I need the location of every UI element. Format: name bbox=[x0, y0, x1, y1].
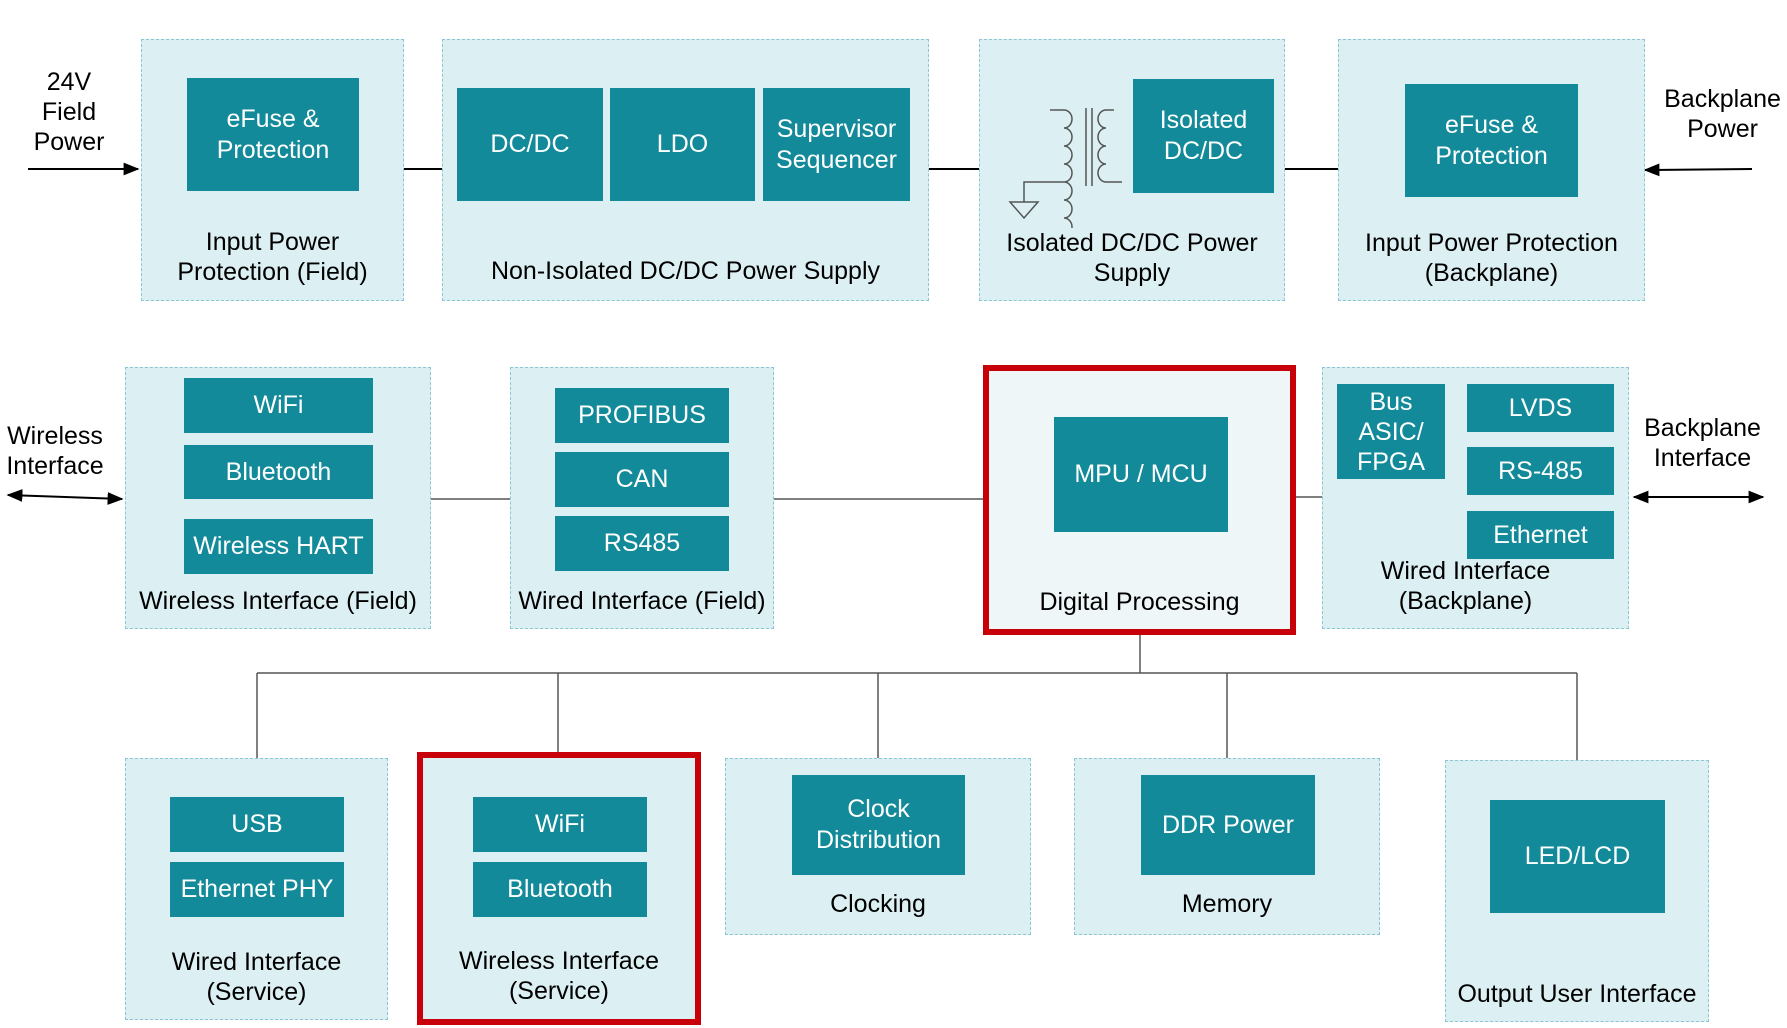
wifi-service-block: WiFi bbox=[473, 797, 647, 852]
led-lcd-block: LED/LCD bbox=[1490, 800, 1665, 913]
memory-group: DDR Power Memory bbox=[1074, 758, 1380, 935]
wired-field-caption: Wired Interface (Field) bbox=[518, 587, 766, 615]
field-power-label: 24V Field Power bbox=[33, 68, 105, 156]
rs-485-backplane-block: RS-485 bbox=[1467, 447, 1614, 495]
ethernet-phy-block: Ethernet PHY bbox=[170, 862, 344, 917]
non-isolated-dcdc-group: DC/DC LDO Supervisor Sequencer Non-Isola… bbox=[442, 39, 929, 301]
dcdc-block: DC/DC bbox=[457, 88, 603, 201]
digital-processing-caption: Digital Processing bbox=[1039, 588, 1240, 616]
isolated-caption: Isolated DC/DC Power Supply bbox=[1006, 229, 1258, 287]
wired-field-group: PROFIBUS CAN RS485 Wired Interface (Fiel… bbox=[510, 367, 774, 629]
output-ui-group: LED/LCD Output User Interface bbox=[1445, 760, 1709, 1022]
wifi-field-block: WiFi bbox=[184, 378, 373, 433]
backplane-power-label: Backplane Power bbox=[1664, 85, 1781, 143]
transformer-icon bbox=[1008, 108, 1122, 228]
efuse-protection-backplane-block: eFuse & Protection bbox=[1405, 84, 1578, 197]
memory-caption: Memory bbox=[1181, 890, 1273, 918]
bus-asic-fpga-block: Bus ASIC/ FPGA bbox=[1337, 384, 1445, 479]
output-ui-caption: Output User Interface bbox=[1457, 980, 1697, 1008]
clocking-group: Clock Distribution Clocking bbox=[725, 758, 1031, 935]
bluetooth-service-block: Bluetooth bbox=[473, 862, 647, 917]
can-block: CAN bbox=[555, 452, 729, 507]
bluetooth-field-block: Bluetooth bbox=[184, 445, 373, 499]
wireless-service-group: WiFi Bluetooth Wireless Interface (Servi… bbox=[417, 752, 701, 1025]
supervisor-sequencer-block: Supervisor Sequencer bbox=[763, 88, 910, 201]
input-power-field-caption: Input Power Protection (Field) bbox=[177, 228, 368, 286]
backplane-interface-label: Backplane Interface bbox=[1644, 414, 1761, 472]
input-power-backplane-caption: Input Power Protection (Backplane) bbox=[1365, 229, 1618, 287]
profibus-block: PROFIBUS bbox=[555, 388, 729, 443]
wired-service-caption: Wired Interface (Service) bbox=[171, 948, 342, 1006]
wireless-interface-label: Wireless Interface bbox=[6, 422, 104, 480]
lvds-block: LVDS bbox=[1467, 384, 1614, 432]
mpu-mcu-block: MPU / MCU bbox=[1054, 417, 1228, 532]
wireless-interface-arrow bbox=[6, 489, 124, 505]
wireless-service-caption: Wireless Interface (Service) bbox=[458, 947, 660, 1005]
wired-service-group: USB Ethernet PHY Wired Interface (Servic… bbox=[125, 758, 388, 1020]
isolated-dcdc-block: Isolated DC/DC bbox=[1133, 79, 1274, 193]
efuse-protection-field-block: eFuse & Protection bbox=[187, 78, 359, 191]
wired-backplane-group: Bus ASIC/ FPGA LVDS RS-485 Ethernet Wire… bbox=[1322, 367, 1629, 629]
wired-backplane-caption: Wired Interface (Backplane) bbox=[1380, 557, 1551, 615]
isolated-dcdc-group: Isolated DC/DC Isolated DC/DC Power Supp… bbox=[979, 39, 1285, 301]
digital-processing-group: MPU / MCU Digital Processing bbox=[983, 365, 1296, 635]
ethernet-backplane-block: Ethernet bbox=[1467, 511, 1614, 559]
input-power-field-group: eFuse & Protection Input Power Protectio… bbox=[141, 39, 404, 301]
backplane-power-arrow bbox=[1643, 163, 1753, 177]
ldo-block: LDO bbox=[610, 88, 755, 201]
clocking-caption: Clocking bbox=[830, 890, 926, 918]
usb-block: USB bbox=[170, 797, 344, 852]
wireless-field-group: WiFi Bluetooth Wireless HART Wireless In… bbox=[125, 367, 431, 629]
non-isolated-caption: Non-Isolated DC/DC Power Supply bbox=[490, 257, 881, 285]
clock-distribution-block: Clock Distribution bbox=[792, 775, 965, 875]
input-power-backplane-group: eFuse & Protection Input Power Protectio… bbox=[1338, 39, 1645, 301]
ddr-power-block: DDR Power bbox=[1141, 775, 1315, 875]
rs485-field-block: RS485 bbox=[555, 516, 729, 571]
wireless-field-caption: Wireless Interface (Field) bbox=[139, 587, 417, 615]
wireless-hart-block: Wireless HART bbox=[184, 519, 373, 574]
